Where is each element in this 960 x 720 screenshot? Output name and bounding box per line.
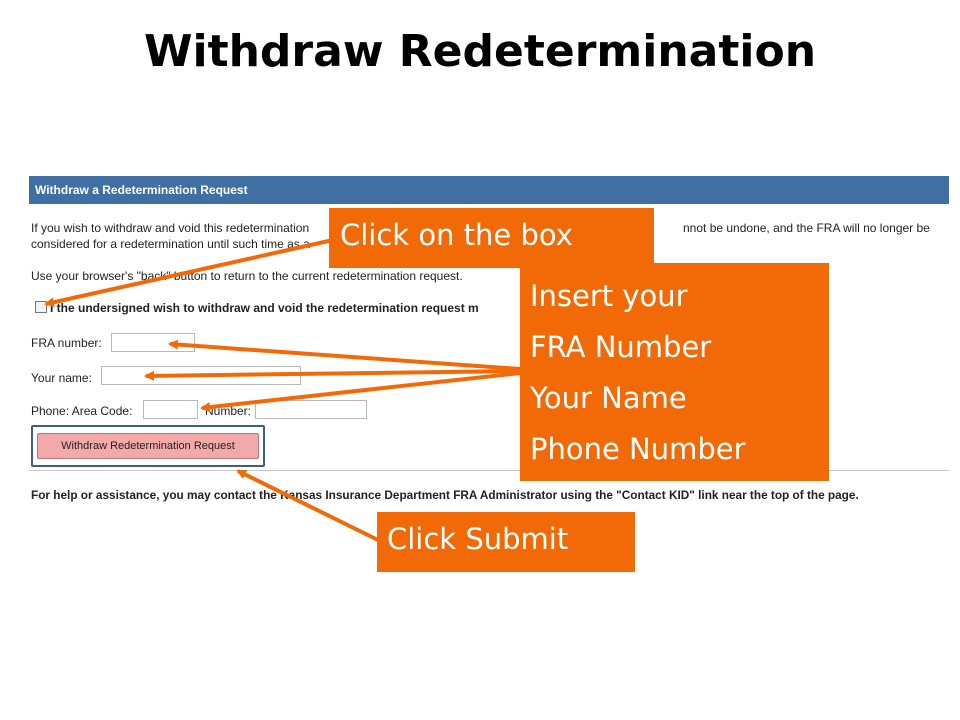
fra-number-label: FRA number:: [31, 336, 102, 350]
callout-click-submit: Click Submit: [377, 512, 635, 572]
callout-click-box-text: Click on the box: [340, 218, 573, 252]
back-instruction: Use your browser's "back" button to retu…: [31, 269, 463, 283]
phone-number-label: Number:: [205, 404, 252, 418]
help-text: For help or assistance, you may contact …: [31, 488, 859, 502]
callout-insert-line-1: Insert your: [530, 279, 688, 313]
slide-title: Withdraw Redetermination: [143, 26, 817, 77]
callout-insert-line-4: Phone Number: [530, 432, 746, 466]
checkbox-label: I the undersigned wish to withdraw and v…: [50, 301, 479, 315]
divider: [29, 470, 949, 471]
intro-text-line2: considered for a redetermination until s…: [31, 237, 310, 251]
withdraw-checkbox[interactable]: [35, 301, 47, 313]
your-name-input[interactable]: [101, 366, 301, 385]
callout-insert-line-3: Your Name: [530, 381, 687, 415]
your-name-label: Your name:: [31, 371, 92, 385]
callout-insert-line-2: FRA Number: [530, 330, 712, 364]
intro-text-line1: If you wish to withdraw and void this re…: [31, 221, 310, 235]
fra-number-input[interactable]: [111, 333, 195, 352]
callout-insert-fields: Insert your FRA Number Your Name Phone N…: [520, 263, 829, 481]
intro-text-line1-end: nnot be undone, and the FRA will no long…: [683, 221, 930, 235]
withdraw-redetermination-button[interactable]: Withdraw Redetermination Request: [37, 433, 259, 459]
callout-click-submit-text: Click Submit: [387, 522, 569, 556]
phone-area-label: Phone: Area Code:: [31, 404, 133, 418]
submit-highlight: Withdraw Redetermination Request: [31, 425, 265, 467]
area-code-input[interactable]: [143, 400, 198, 419]
panel-header: Withdraw a Redetermination Request: [29, 176, 949, 204]
callout-click-box: Click on the box: [329, 208, 654, 268]
phone-number-input[interactable]: [255, 400, 367, 419]
